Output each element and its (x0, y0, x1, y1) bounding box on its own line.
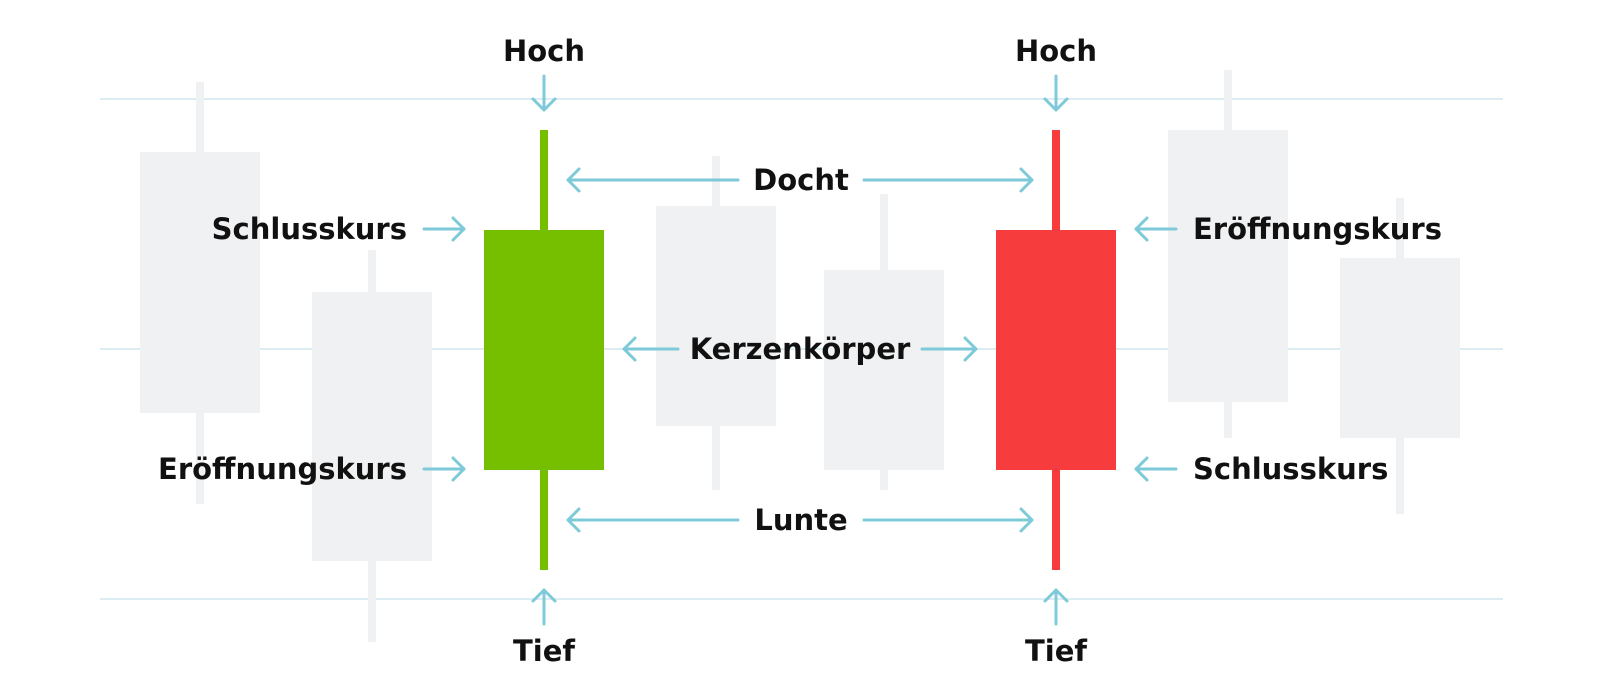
label-low-left: Tief (513, 634, 575, 668)
label-close-right: Schlusskurs (1193, 452, 1388, 486)
label-wick-upper: Docht (753, 163, 849, 197)
arrow-right-icon (422, 216, 466, 242)
arrow-right-icon (920, 336, 978, 362)
label-high-left: Hoch (503, 34, 585, 68)
background-candle-4 (824, 194, 944, 490)
label-low-right: Tief (1025, 634, 1087, 668)
label-high-right: Hoch (1015, 34, 1097, 68)
arrow-right-icon (422, 456, 466, 482)
arrow-left-icon (566, 167, 740, 193)
arrow-right-icon (862, 167, 1034, 193)
arrow-down-icon (1043, 74, 1069, 112)
labels: Hoch Hoch Tief Tief Docht Kerzenkörper L… (158, 34, 1442, 668)
arrow-right-icon (862, 507, 1034, 533)
background-candle-3 (656, 156, 776, 490)
label-open-left: Eröffnungskurs (158, 452, 407, 486)
background-candle-1 (140, 82, 260, 504)
red-candle (996, 130, 1116, 570)
arrow-up-icon (1043, 588, 1069, 626)
background-candles (140, 70, 1460, 642)
label-close-left: Schlusskurs (212, 212, 407, 246)
arrow-left-icon (566, 507, 740, 533)
arrow-up-icon (531, 588, 557, 626)
arrow-left-icon (1134, 216, 1178, 242)
arrow-left-icon (622, 336, 680, 362)
background-candle-5 (1168, 70, 1288, 438)
arrow-left-icon (1134, 456, 1178, 482)
red-candle-body (996, 230, 1116, 470)
arrows (422, 74, 1178, 626)
green-candle-body (484, 230, 604, 470)
label-wick-lower: Lunte (754, 503, 847, 537)
background-candle-6 (1340, 198, 1460, 514)
arrow-down-icon (531, 74, 557, 112)
label-body: Kerzenkörper (690, 332, 911, 366)
background-candle-2 (312, 250, 432, 642)
green-candle (484, 130, 604, 570)
label-open-right: Eröffnungskurs (1193, 212, 1442, 246)
